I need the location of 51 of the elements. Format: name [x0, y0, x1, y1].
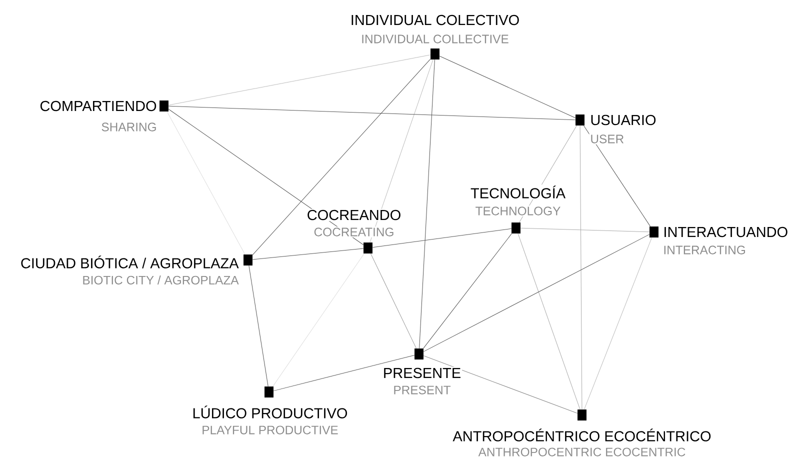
term-label: COCREANDO: [306, 208, 402, 222]
term-label: USUARIO: [589, 114, 658, 126]
node-marker: [576, 114, 584, 126]
term-label: ANTROPOCÉNTRICO ECOCÉNTRICO: [452, 428, 712, 442]
node-marker: [650, 226, 658, 238]
connector-line: [272, 253, 364, 387]
connector-line: [423, 233, 512, 349]
connector-line: [439, 56, 576, 118]
translation-label: PLAYFUL PRODUCTIVE: [200, 424, 340, 436]
translation-label: INDIVIDUAL COLLECTIVE: [360, 34, 510, 44]
term-label: PRESENTE: [382, 366, 462, 380]
connector-line: [370, 59, 434, 243]
connector-line: [423, 234, 650, 352]
connector-line: [580, 125, 582, 410]
translation-label: BIOTIC CITY / AGROPLAZA: [81, 274, 240, 286]
translation-label: SHARING: [100, 122, 158, 132]
connector-line: [518, 233, 580, 410]
node-marker: [414, 348, 424, 360]
term-label: COMPARTIENDO: [38, 100, 158, 112]
connector-line: [252, 248, 364, 260]
connector-line: [520, 228, 650, 232]
translation-label: INTERACTING: [662, 244, 747, 256]
connector-line: [248, 265, 268, 387]
node-marker: [430, 48, 440, 60]
node-marker: [264, 386, 274, 398]
term-label: LÚDICO PRODUCTIVO: [191, 404, 349, 420]
translation-label: PRESENT: [392, 384, 452, 396]
node-marker: [244, 254, 252, 266]
node-marker: [578, 410, 586, 420]
connector-line: [584, 125, 650, 227]
translation-label: ANTHROPOCENTRIC ECOCENTRIC: [477, 446, 687, 458]
term-label: TECNOLOGÍA: [469, 184, 567, 200]
translation-label: COCREATING: [312, 226, 396, 238]
term-label: INDIVIDUAL COLECTIVO: [349, 14, 521, 26]
connector-line: [166, 111, 246, 255]
node-marker: [512, 222, 520, 234]
connector-line: [273, 354, 415, 392]
connector-line: [370, 253, 417, 349]
connector-line: [168, 106, 576, 120]
node-marker: [364, 242, 372, 254]
connector-line: [252, 58, 431, 256]
term-label: CIUDAD BIÓTICA / AGROPLAZA: [19, 254, 240, 270]
translation-label: TECHNOLOGY: [474, 206, 562, 216]
connector-line: [419, 59, 435, 349]
node-marker: [160, 100, 168, 112]
connector-line: [423, 356, 578, 414]
connector-line: [584, 237, 652, 410]
connector-line: [372, 228, 512, 248]
connector-line: [168, 54, 431, 106]
term-label: INTERACTUANDO: [662, 226, 790, 238]
translation-label: USER: [589, 134, 626, 144]
